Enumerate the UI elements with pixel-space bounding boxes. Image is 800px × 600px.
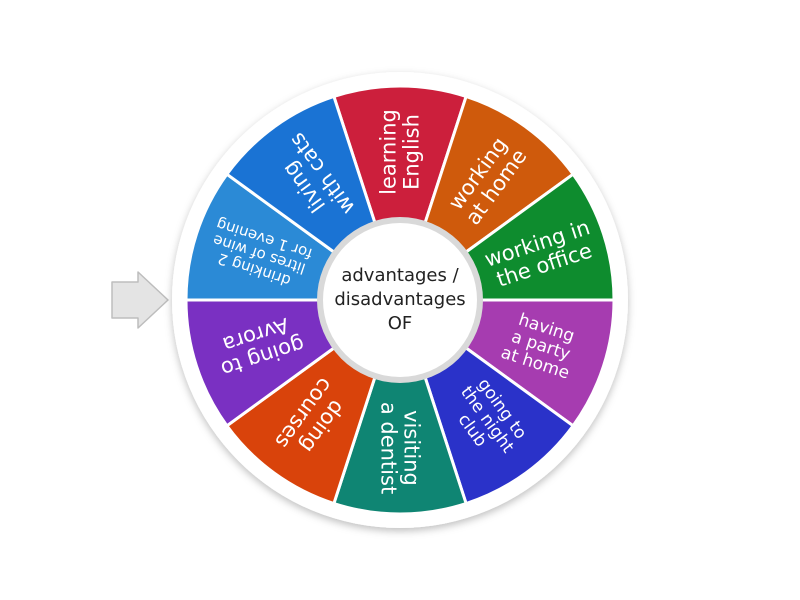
wheel-segment-label-line: learning: [377, 109, 401, 195]
wheel-segment-label-line: English: [399, 114, 423, 190]
wheel-segment-label-line: a dentist: [377, 402, 401, 494]
center-label-line-2: disadvantages: [334, 289, 465, 310]
center-label-line-3: OF: [388, 313, 413, 334]
center-label-line-1: advantages /: [341, 265, 459, 286]
wheel-segment-label-line: visiting: [399, 410, 423, 486]
wheel-center-hub: advantages / disadvantages OF: [317, 217, 483, 383]
